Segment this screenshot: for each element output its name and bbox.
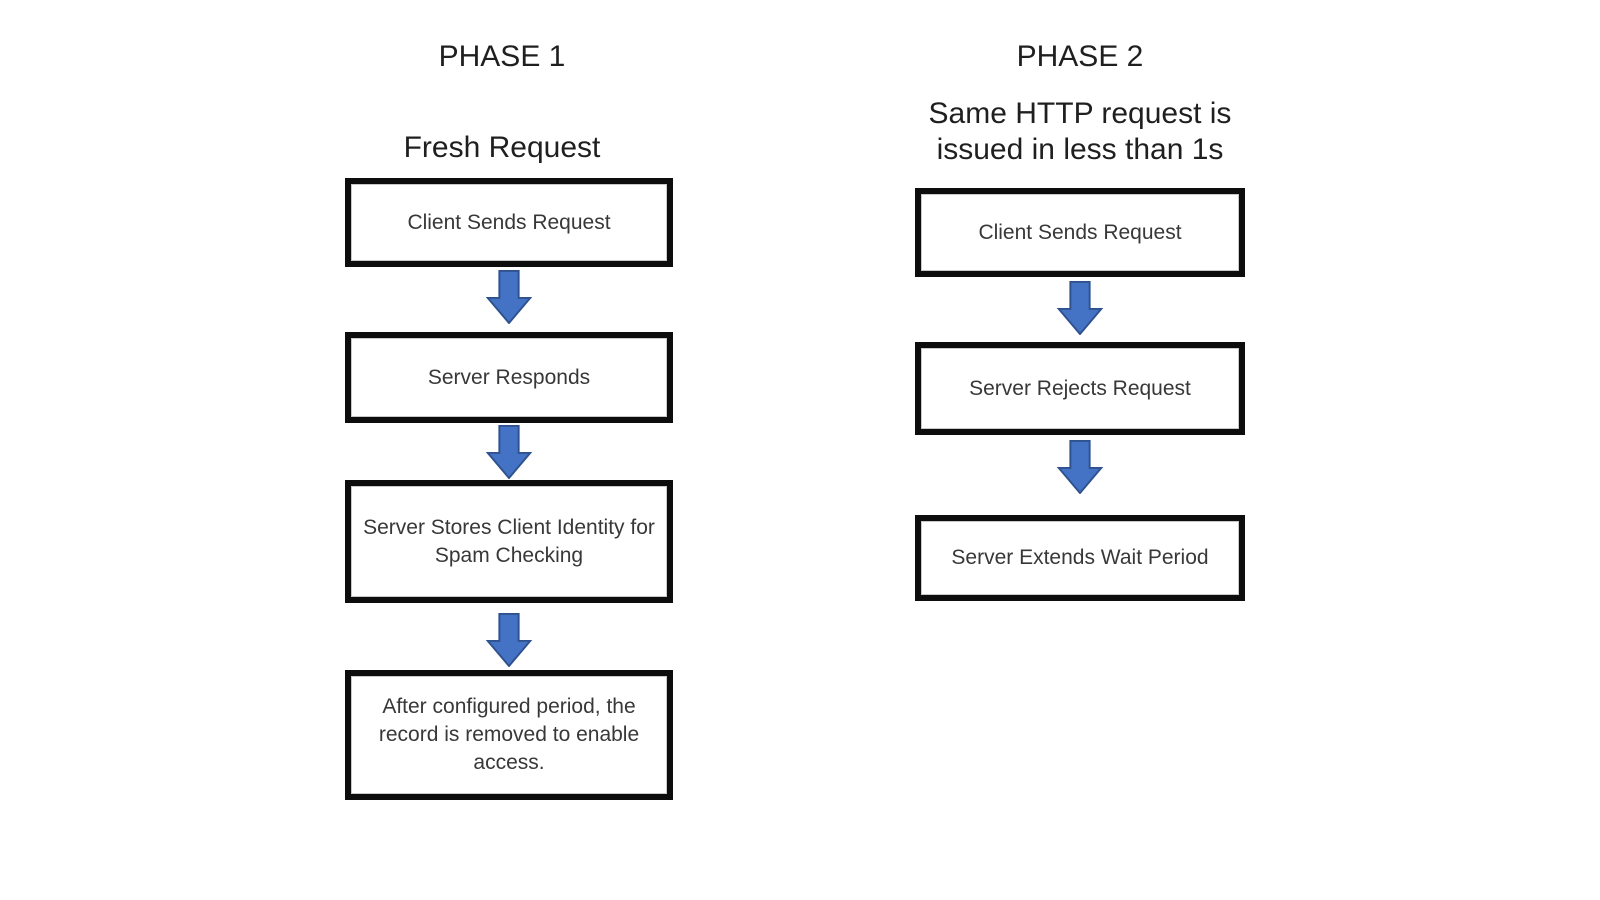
down-arrow-icon	[485, 613, 533, 667]
phase-2-subtitle: Same HTTP request is issued in less than…	[928, 97, 1232, 166]
flow-box-server-responds: Server Responds	[345, 332, 673, 423]
down-arrow-icon	[485, 270, 533, 324]
flow-box-client-sends-request-phase1: Client Sends Request	[345, 178, 673, 267]
down-arrow-shape	[485, 425, 533, 479]
flow-box-label: After configured period, the record is r…	[378, 695, 640, 774]
down-arrow-shape	[1056, 440, 1104, 494]
flow-box-server-extends-wait-period: Server Extends Wait Period	[915, 515, 1245, 601]
flow-box-server-stores-identity: Server Stores Client Identity for Spam C…	[345, 480, 673, 603]
phase-2-title: PHASE 2	[1016, 40, 1144, 73]
flow-box-record-removed: After configured period, the record is r…	[345, 670, 673, 800]
flow-box-label: Client Sends Request	[978, 220, 1182, 244]
phase-1-subtitle: Fresh Request	[403, 131, 601, 164]
down-arrow-shape	[485, 270, 533, 324]
flow-box-label: Server Responds	[427, 365, 591, 389]
down-arrow-shape	[1056, 281, 1104, 335]
flow-box-client-sends-request-phase2: Client Sends Request	[915, 188, 1245, 277]
flow-box-server-rejects-request: Server Rejects Request	[915, 342, 1245, 435]
flow-box-label: Server Extends Wait Period	[951, 546, 1209, 569]
down-arrow-icon	[1056, 440, 1104, 494]
down-arrow-icon	[485, 425, 533, 479]
down-arrow-icon	[1056, 281, 1104, 335]
down-arrow-shape	[485, 613, 533, 667]
flow-box-label: Server Stores Client Identity for Spam C…	[363, 515, 655, 567]
phase-1-title: PHASE 1	[438, 40, 566, 73]
flow-box-label: Client Sends Request	[407, 210, 611, 234]
flow-box-label: Server Rejects Request	[969, 376, 1191, 400]
